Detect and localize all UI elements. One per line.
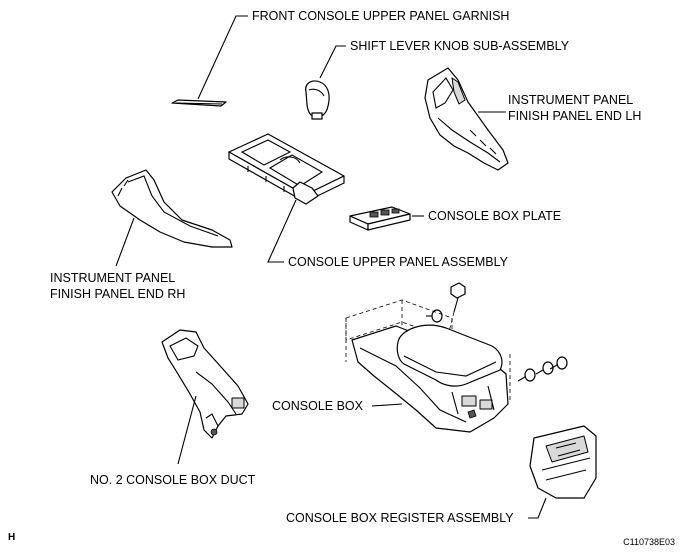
console-box-duct-part bbox=[161, 329, 249, 439]
finish-rh-label-2: FINISH PANEL END RH bbox=[50, 287, 185, 301]
front-garnish-label: FRONT CONSOLE UPPER PANEL GARNISH bbox=[252, 9, 509, 23]
finish-panel-rh-part bbox=[111, 169, 233, 248]
figure-code: C110738E03 bbox=[623, 537, 675, 547]
finish-lh-label-1: INSTRUMENT PANEL bbox=[508, 93, 633, 107]
finish-rh-label-1: INSTRUMENT PANEL bbox=[50, 271, 175, 285]
console-box-plate-part bbox=[349, 206, 411, 231]
console-box-leader bbox=[371, 403, 403, 407]
box-plate-label: CONSOLE BOX PLATE bbox=[428, 209, 561, 223]
screw-right-1 bbox=[517, 368, 536, 382]
console-box-label: CONSOLE BOX bbox=[272, 399, 364, 413]
console-box-part bbox=[345, 299, 511, 433]
register-leader bbox=[528, 497, 547, 519]
screw-right-3 bbox=[549, 356, 568, 370]
upper-panel-label: CONSOLE UPPER PANEL ASSEMBLY bbox=[288, 255, 509, 269]
front-garnish-leader bbox=[197, 15, 248, 100]
corner-code-left: H bbox=[8, 532, 15, 543]
shift-knob-label: SHIFT LEVER KNOB SUB-ASSEMBLY bbox=[350, 39, 570, 53]
register-label: CONSOLE BOX REGISTER ASSEMBLY bbox=[286, 511, 514, 525]
duct-leader bbox=[177, 395, 197, 465]
finish-panel-lh-part bbox=[424, 67, 509, 171]
finish-lh-label-2: FINISH PANEL END LH bbox=[508, 109, 641, 123]
finish-rh-leader bbox=[115, 217, 135, 267]
upper-panel-leader bbox=[267, 199, 297, 263]
bolt-top bbox=[447, 282, 466, 337]
screw-right-2 bbox=[535, 361, 554, 375]
shift-knob-part bbox=[305, 80, 330, 120]
register-assembly-part bbox=[529, 425, 597, 499]
shift-knob-leader bbox=[319, 45, 346, 79]
duct-label: NO. 2 CONSOLE BOX DUCT bbox=[90, 473, 256, 487]
console-upper-panel-part bbox=[228, 133, 345, 205]
front-garnish-part bbox=[171, 99, 227, 107]
screw-top bbox=[426, 309, 443, 323]
